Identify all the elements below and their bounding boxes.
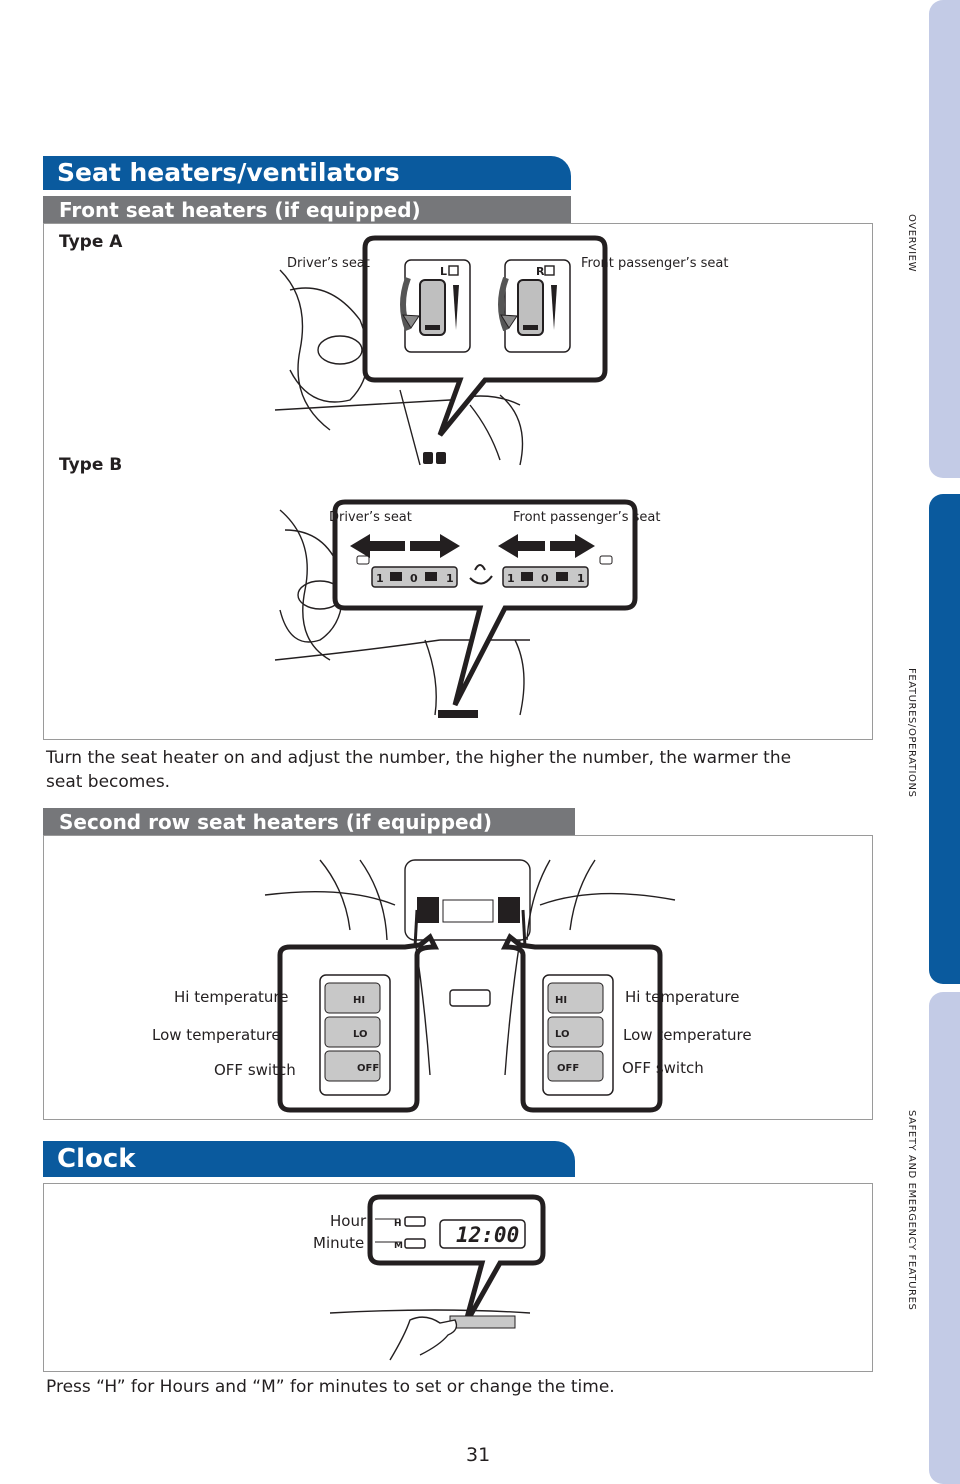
dial-right-label-2: 1 <box>577 572 585 585</box>
left-off-button-label: OFF <box>357 1063 379 1074</box>
dial-left-label-0: 0 <box>410 572 418 585</box>
clock-h-button-label: H <box>394 1219 402 1229</box>
second-row-subtitle: Second row seat heaters (if equipped) <box>43 808 575 836</box>
dial-right-label-0: 0 <box>541 572 549 585</box>
left-hi-button-label: HI <box>353 995 365 1006</box>
dial-left-label-2: 1 <box>446 572 454 585</box>
front-seat-heaters-subtitle: Front seat heaters (if equipped) <box>43 196 571 223</box>
second-row-panel <box>43 835 873 1120</box>
right-hi-temperature-label: Hi temperature <box>625 988 740 1006</box>
section-title-seat-heaters: Seat heaters/ventilators <box>43 156 571 190</box>
second-row-illustration: HI LO OFF HI LO OFF <box>264 859 676 1113</box>
section-title-clock: Clock <box>43 1141 575 1177</box>
type-a-illustration: L R <box>274 235 608 466</box>
right-off-button-label: OFF <box>557 1063 579 1074</box>
type-a-driver-seat-label: Driver’s seat <box>287 256 370 271</box>
left-hi-temperature-label: Hi temperature <box>174 988 289 1006</box>
clock-hour-label: Hour <box>330 1212 367 1230</box>
front-seat-description: Turn the seat heater on and adjust the n… <box>46 748 792 792</box>
side-tab-features[interactable] <box>929 494 960 984</box>
left-low-temperature-label: Low temperature <box>152 1026 281 1044</box>
dial-right-label-1: 1 <box>507 572 515 585</box>
right-lo-button-label: LO <box>555 1029 570 1040</box>
type-b-driver-seat-label: Driver’s seat <box>329 510 412 525</box>
left-off-switch-label: OFF switch <box>214 1061 296 1079</box>
side-tab-safety-label: SAFETY AND EMERGENCY FEATURES <box>906 1110 917 1311</box>
clock-m-button-label: M <box>394 1241 403 1251</box>
side-tab-overview[interactable] <box>929 0 960 478</box>
right-hi-button-label: HI <box>555 995 567 1006</box>
type-a-label: Type A <box>59 232 123 252</box>
right-off-switch-label: OFF switch <box>622 1059 704 1077</box>
type-a-right-letter: R <box>536 265 545 278</box>
side-tab-features-label: FEATURES/OPERATIONS <box>906 668 917 798</box>
type-b-label: Type B <box>59 455 123 475</box>
clock-illustration: H M 12:00 <box>329 1194 546 1361</box>
page-number: 31 <box>466 1444 491 1466</box>
right-low-temperature-label: Low temperature <box>623 1026 752 1044</box>
clock-minute-label: Minute <box>313 1234 365 1252</box>
type-b-illustration: 1 0 1 1 0 1 <box>274 499 638 718</box>
type-a-left-letter: L <box>440 265 447 278</box>
clock-description: Press “H” for Hours and “M” for minutes … <box>46 1377 615 1397</box>
clock-display-time: 12:00 <box>456 1223 519 1247</box>
left-lo-button-label: LO <box>353 1029 368 1040</box>
dial-left-label-1: 1 <box>376 572 384 585</box>
type-b-passenger-seat-label: Front passenger’s seat <box>513 510 661 525</box>
side-tab-overview-label: OVERVIEW <box>906 214 917 273</box>
type-a-passenger-seat-label: Front passenger’s seat <box>581 256 729 271</box>
side-tab-safety[interactable] <box>929 992 960 1484</box>
